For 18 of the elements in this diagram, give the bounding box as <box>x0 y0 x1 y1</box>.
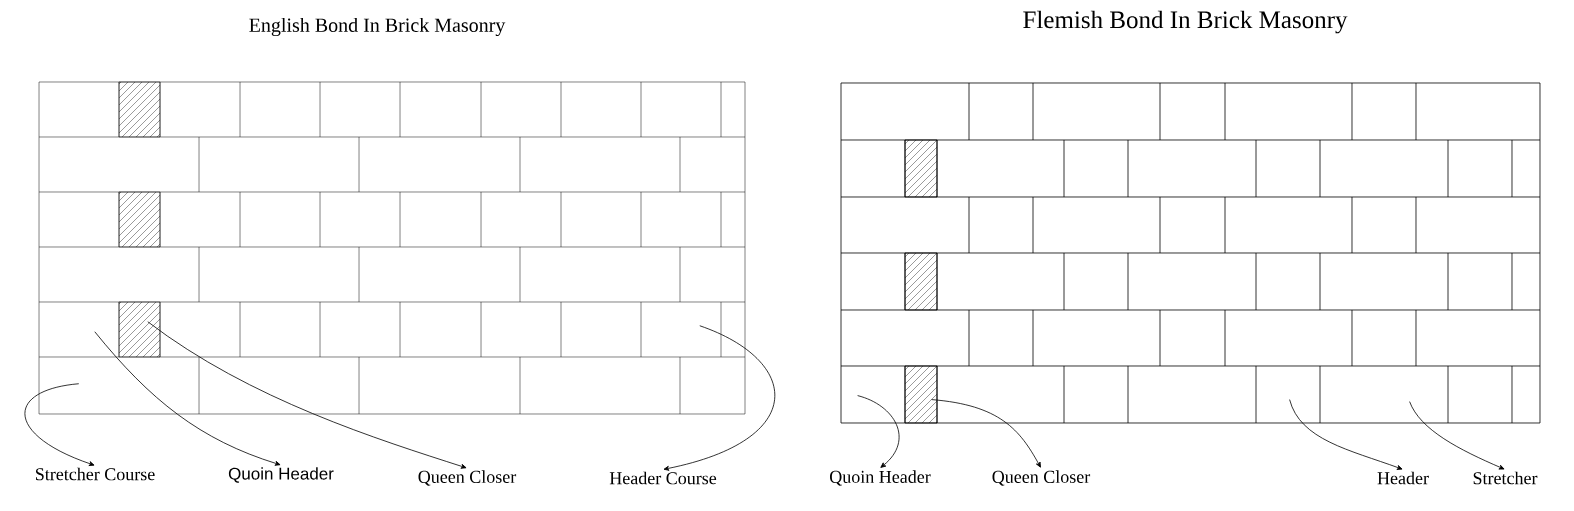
part-label: Quoin Header <box>228 467 334 483</box>
arrow <box>1289 399 1403 470</box>
arrow <box>1409 401 1505 470</box>
part-label: Header <box>1377 471 1429 485</box>
part-label: Queen Closer <box>418 470 517 486</box>
part-label: Quoin Header <box>830 470 931 486</box>
arrow <box>94 331 281 466</box>
arrow <box>931 399 1041 468</box>
arrow <box>24 383 95 466</box>
arrow <box>857 395 900 468</box>
part-label: Stretcher Course <box>36 467 155 481</box>
arrow <box>663 325 776 471</box>
part-label: Header Course <box>609 471 717 485</box>
heading: Flemish Bond In Brick Masonry <box>1023 10 1348 34</box>
part-label: Queen Closer <box>992 470 1091 486</box>
part-label: Stretcher <box>1473 471 1538 485</box>
heading: English Bond In Brick Masonry <box>249 17 506 37</box>
arrow <box>147 321 467 469</box>
